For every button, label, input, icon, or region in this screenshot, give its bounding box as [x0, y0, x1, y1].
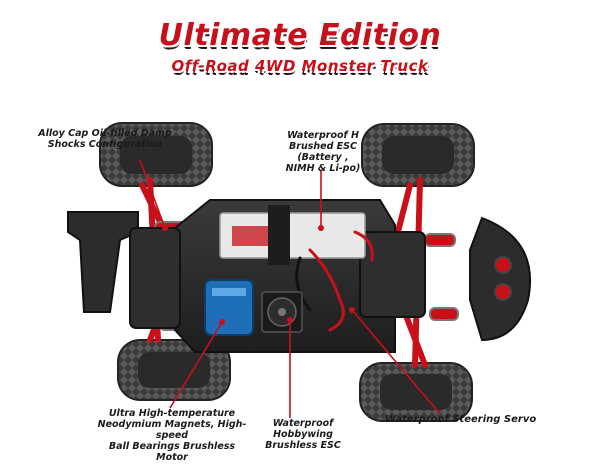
- subtitle: Off-Road 4WD Monster Truck: [171, 57, 429, 75]
- callout-motor-line-1: Ultra High-temperature: [108, 408, 236, 419]
- front-gearbox: [359, 231, 426, 318]
- callout-esc-line-1: Waterproof H: [287, 130, 359, 141]
- battery-pack: [219, 212, 366, 259]
- wiring: [295, 230, 374, 332]
- callout-brushed-esc: Waterproof H Brushed ESC (Battery , NIMH…: [268, 130, 378, 174]
- callout-motor-line-2: Neodymium Magnets, High-speed: [97, 419, 247, 441]
- callout-hobby-line-2: Brushless ESC: [265, 440, 341, 451]
- callout-hobby-line-1: Waterproof Hobbywing: [272, 418, 334, 440]
- title: Ultimate Edition: [158, 18, 442, 53]
- callout-dots: [162, 225, 355, 325]
- callout-hobbywing-esc: Waterproof Hobbywing Brushless ESC: [248, 418, 358, 451]
- rear-bumper: [67, 211, 139, 313]
- callout-steering-servo: Waterproof Steering Servo: [385, 414, 537, 425]
- wheel-rear-right: [359, 362, 473, 422]
- callout-esc-line-3: NIMH & Li-po): [285, 163, 361, 174]
- callout-shocks: Alloy Cap Oil-filled Damp Shocks Configu…: [30, 128, 180, 150]
- callout-shocks-line-2: Shocks Configuration: [47, 139, 163, 150]
- wheel-front-right: [361, 123, 475, 187]
- battery-strap: [268, 205, 290, 265]
- front-bumper-bolt: [494, 283, 512, 301]
- front-bumper: [469, 216, 532, 342]
- front-bumper-bolt: [494, 256, 512, 274]
- callout-motor-line-3: Ball Bearings Brushless Motor: [108, 441, 236, 463]
- wheel-front-left: [99, 122, 213, 187]
- callout-motor: Ultra High-temperature Neodymium Magnets…: [92, 408, 252, 463]
- callout-lines: [139, 159, 441, 418]
- callout-esc-line-2: Brushed ESC (Battery ,: [289, 141, 357, 163]
- rear-gearbox: [129, 227, 181, 329]
- motor-highlight: [212, 288, 246, 296]
- callout-shocks-line-1: Alloy Cap Oil-filled Damp: [38, 128, 172, 139]
